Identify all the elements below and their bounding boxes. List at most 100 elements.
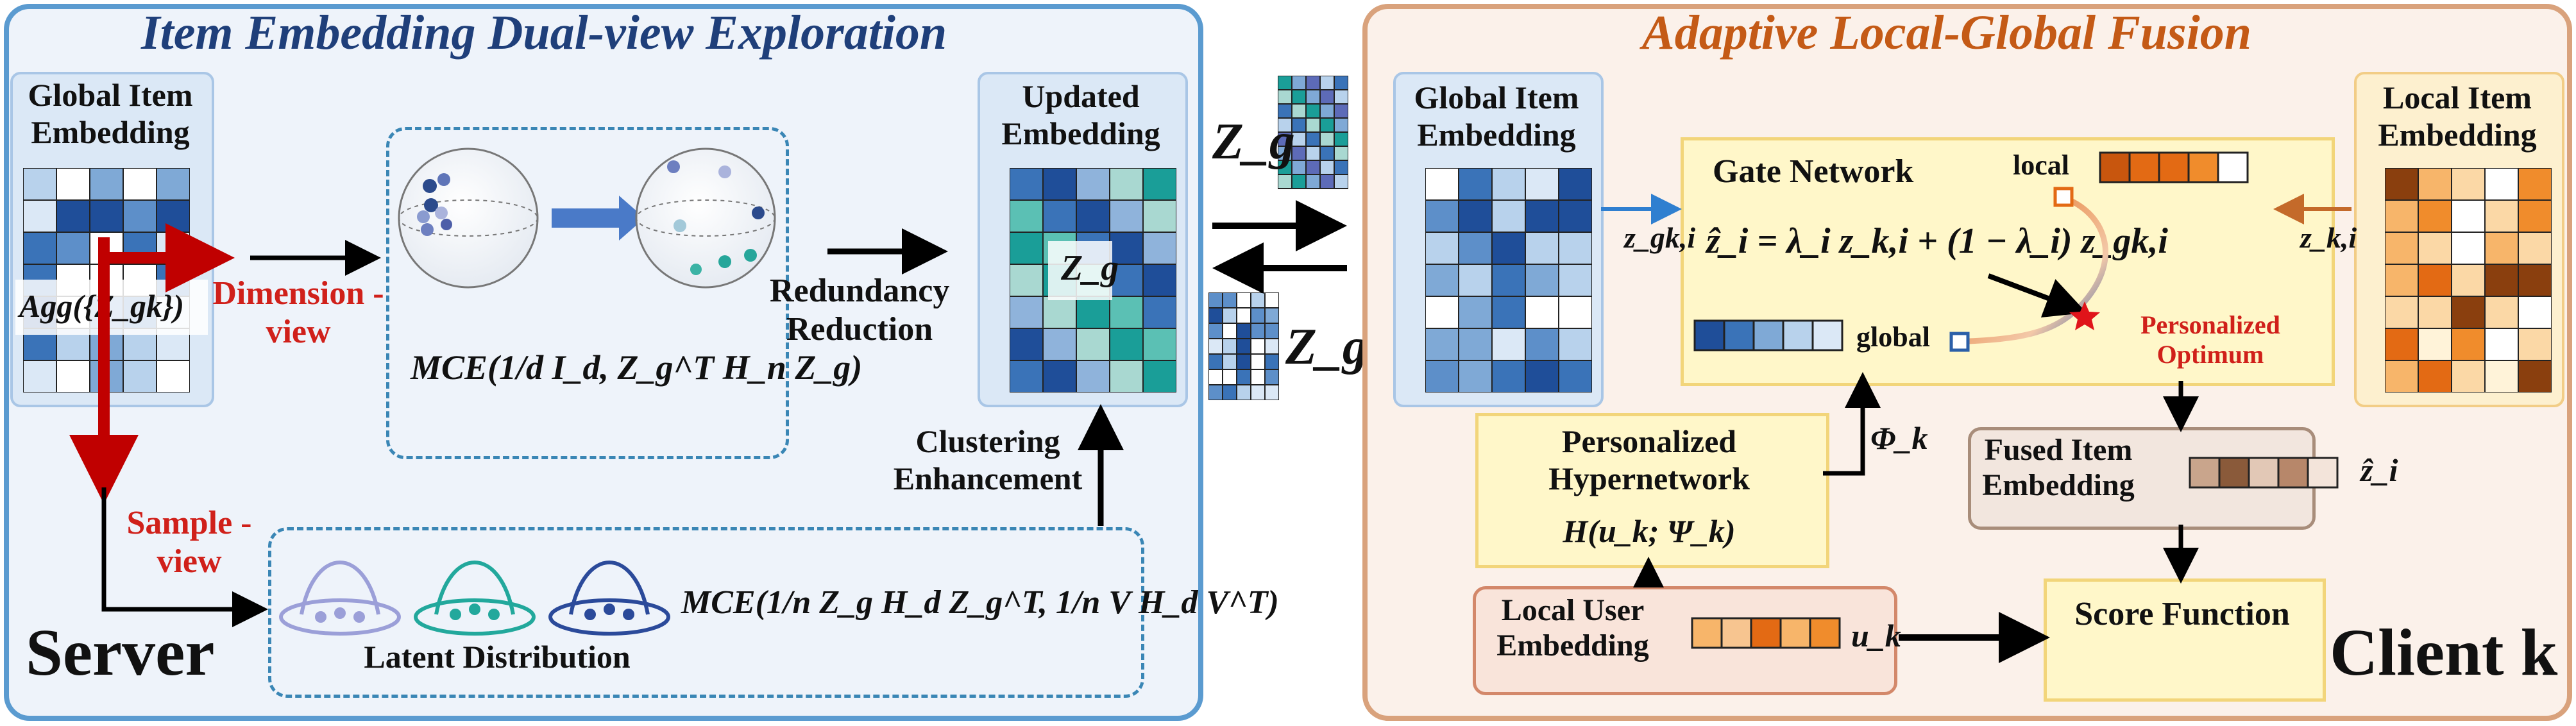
grid-cell: [1250, 384, 1266, 400]
bar-cell: [2277, 457, 2309, 489]
grid-cell: [1076, 199, 1110, 233]
local-user-label: Local User Embedding: [1496, 593, 1649, 663]
grid-cell: [1109, 296, 1144, 329]
grid-cell: [1236, 353, 1251, 370]
global-point: [1949, 332, 1970, 352]
grid-cell: [1425, 360, 1459, 393]
sample-view-label: Sample -view: [126, 505, 252, 580]
grid-cell: [1458, 232, 1493, 265]
grid-cell: [123, 360, 157, 393]
grid-cell: [156, 360, 190, 393]
redundancy-reduction-label: Redundancy Reduction: [770, 273, 950, 348]
grid-cell: [1458, 264, 1493, 297]
grid-cell: [1250, 307, 1266, 324]
middle-grid-zgk: [1208, 292, 1279, 400]
grid-cell: [1334, 131, 1348, 147]
grid-cell: [1334, 103, 1348, 119]
grid-cell: [2418, 296, 2452, 329]
grid-cell: [1222, 338, 1237, 355]
grid-cell: [1334, 160, 1348, 175]
sample-dashed-box: [268, 527, 1144, 698]
distribution-2: [414, 561, 536, 636]
phi-k-label: Φ_k: [1870, 420, 1928, 456]
grid-cell: [1076, 328, 1110, 361]
bar-cell: [2307, 457, 2339, 489]
fused-item-bar: [2189, 457, 2339, 489]
grid-cell: [1319, 131, 1335, 147]
z-gk-i-label: z_gk,i: [1624, 221, 1696, 254]
grid-cell: [1264, 307, 1279, 324]
hypernetwork-formula: H(u_k; Ψ_k): [1563, 513, 1736, 549]
right-arrows: [1601, 194, 2351, 663]
grid-cell: [2518, 232, 2552, 265]
grid-cell: [1142, 264, 1176, 297]
personalized-optimum-label: Personalized Optimum: [2140, 310, 2280, 369]
grid-cell: [2418, 360, 2452, 393]
sphere-illustrations: [398, 148, 776, 289]
z-g-center-box: [1048, 241, 1112, 300]
grid-cell: [1142, 360, 1176, 393]
grid-cell: [1305, 174, 1321, 189]
grid-cell: [1208, 338, 1223, 355]
dimension-view-label: Dimension -view: [212, 275, 384, 350]
bar-cell: [2128, 151, 2160, 183]
distribution-3: [548, 561, 670, 636]
grid-cell: [1319, 103, 1335, 119]
client-global-item-label: Global Item Embedding: [1414, 80, 1579, 153]
grid-cell: [1334, 117, 1348, 133]
local-label: local: [2013, 149, 2069, 181]
dimension-dashed-box: [386, 127, 789, 459]
latent-distribution-label: Latent Distribution: [364, 639, 631, 675]
grid-cell: [2484, 360, 2519, 393]
middle-arrows: [1212, 200, 1347, 294]
grid-cell: [1236, 323, 1251, 339]
z-k-i-label: z_k,i: [2300, 221, 2357, 254]
transform-arrow: [552, 196, 645, 241]
grid-cell: [1525, 360, 1559, 393]
global-item-embedding-label: Global Item Embedding: [28, 77, 193, 150]
client-global-item-grid: [1425, 168, 1592, 393]
grid-cell: [2518, 328, 2552, 361]
grid-cell: [1458, 328, 1493, 361]
grid-cell: [1264, 369, 1279, 385]
grid-cell: [1491, 296, 1526, 329]
global-bar: [1693, 319, 1843, 351]
grid-cell: [1222, 323, 1237, 339]
grid-cell: [1558, 360, 1592, 393]
grid-cell: [1305, 103, 1321, 119]
grid-cell: [1305, 117, 1321, 133]
bar-cell: [2189, 457, 2221, 489]
grid-cell: [2451, 168, 2486, 201]
client-label: Client k: [2330, 616, 2558, 689]
grid-cell: [56, 360, 90, 393]
local-item-grid: [2385, 168, 2552, 393]
bar-cell: [2158, 151, 2190, 183]
grid-cell: [1236, 369, 1251, 385]
grid-cell: [1334, 146, 1348, 161]
middle-grid-zg: [1278, 76, 1348, 189]
grid-cell: [1222, 384, 1237, 400]
grid-cell: [1222, 369, 1237, 385]
grid-cell: [2385, 360, 2419, 393]
grid-cell: [2484, 296, 2519, 329]
mce-dimension-formula: MCE(1/d I_d, Z_g^T H_n Z_g): [411, 348, 863, 387]
grid-cell: [1010, 296, 1044, 329]
grid-cell: [1264, 353, 1279, 370]
grid-cell: [1142, 232, 1176, 265]
grid-cell: [2385, 328, 2419, 361]
fusion-curve: [1949, 187, 2108, 352]
local-bar: [2099, 151, 2249, 183]
grid-cell: [2484, 232, 2519, 265]
grid-cell: [2418, 328, 2452, 361]
grid-cell: [1458, 199, 1493, 233]
optimum-star: [2069, 301, 2100, 330]
grid-cell: [1305, 131, 1321, 147]
grid-cell: [2518, 264, 2552, 297]
mce-sample-formula: MCE(1/n Z_g H_d Z_g^T, 1/n V H_d V^T): [681, 584, 1279, 621]
left-arrows: [69, 223, 1124, 627]
score-function-label: Score Function: [2074, 596, 2290, 632]
bar-cell: [1809, 617, 1841, 649]
grid-cell: [2451, 232, 2486, 265]
u-k-label: u_k: [1851, 618, 1901, 654]
local-point: [2053, 187, 2074, 207]
